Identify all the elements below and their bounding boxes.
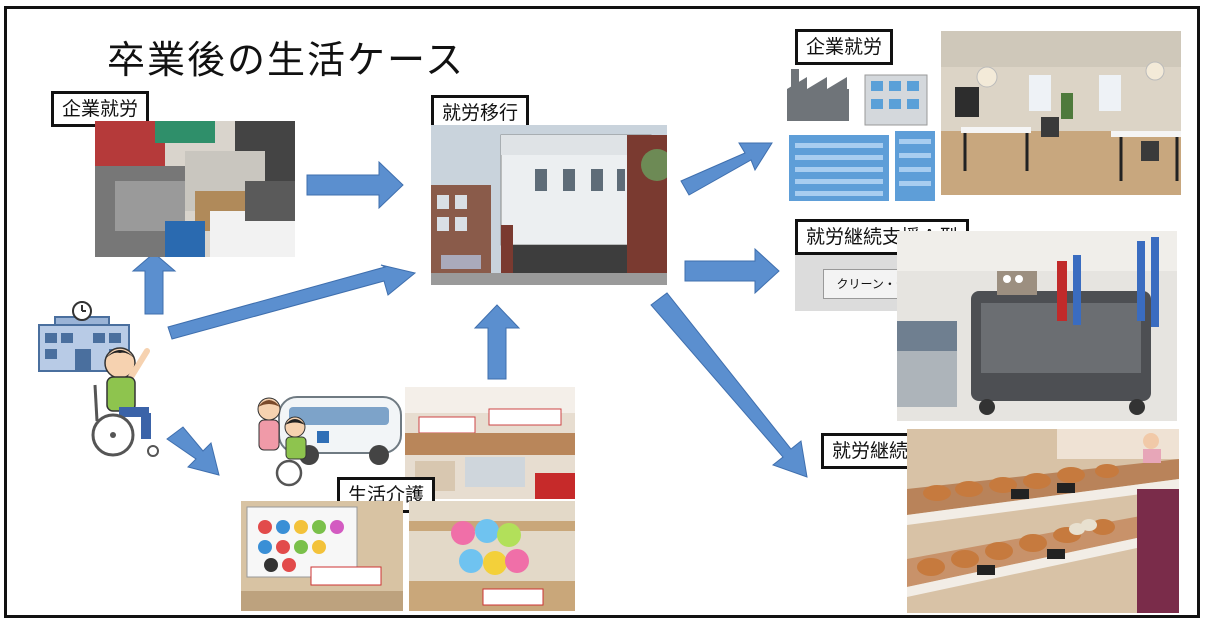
office-interior-photo	[941, 31, 1181, 195]
office-tower-icon	[789, 131, 935, 201]
arrow-school-to-transition	[167, 264, 417, 340]
arrow-lifecare-to-transition	[473, 304, 521, 380]
magnet-crafts-photo	[241, 501, 403, 611]
arrows-layer	[131, 142, 808, 478]
diagram-frame: 卒業後の生活ケース 企業就労	[4, 6, 1200, 618]
page-title: 卒業後の生活ケース	[107, 38, 466, 82]
label-employment-right: 企業就労	[795, 29, 894, 65]
van-icon	[278, 396, 402, 465]
balloon-crafts-photo	[409, 501, 575, 611]
care-van-illustration	[257, 396, 402, 487]
wheelchair-person-icon	[91, 347, 159, 457]
wheelchair-user-icon	[275, 416, 307, 487]
bakery-display-photo	[907, 429, 1179, 613]
arrow-school-to-lifecare	[166, 426, 220, 476]
school-wheelchair-illustration	[38, 301, 159, 457]
cleaning-cart-photo	[897, 231, 1177, 421]
transition-building-photo	[431, 125, 667, 285]
arrow-school-to-employment	[131, 252, 177, 315]
arrow-transition-to-typeb	[650, 292, 808, 478]
office-buildings-illustration	[787, 69, 935, 201]
arrow-transition-to-employment	[680, 142, 773, 196]
arrow-employment-to-transition	[306, 160, 404, 210]
school-icon	[38, 301, 130, 372]
caregiver-icon	[257, 397, 281, 451]
factory-icon	[787, 69, 849, 121]
arrow-transition-to-typea	[684, 247, 780, 295]
office-work-photo	[95, 121, 295, 257]
building-icon	[864, 74, 928, 126]
